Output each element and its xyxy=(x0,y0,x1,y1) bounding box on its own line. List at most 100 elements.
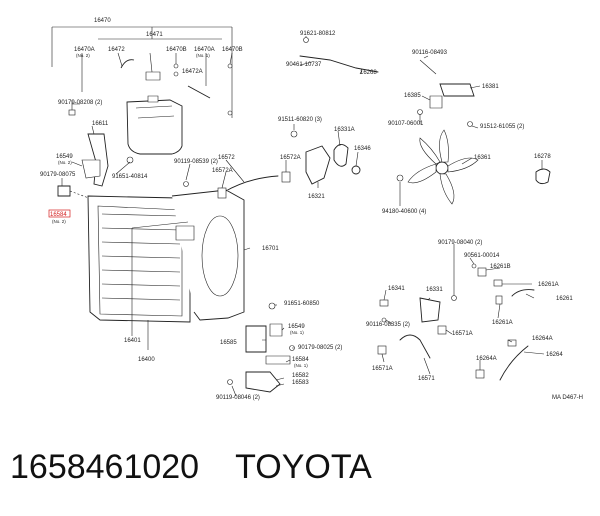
reservoir-tank-group xyxy=(51,26,233,155)
clamp-16264A-b xyxy=(475,369,485,379)
label-16572: 16572 xyxy=(218,155,235,161)
fan-blade-4 xyxy=(407,163,437,184)
leader-16470-sides xyxy=(51,27,233,118)
gasket-16331A xyxy=(333,144,349,167)
bracket-16381 xyxy=(439,83,475,97)
label-16331A: 16331A xyxy=(334,127,355,133)
hose-16472 xyxy=(120,59,135,69)
label-94180-40600: 94180-40600 (4) xyxy=(382,209,426,215)
bracket-16582 xyxy=(245,371,281,393)
label-91651-60850: 91651-60850 xyxy=(284,301,320,307)
label-16472: 16472 xyxy=(108,47,125,53)
label-16571A-b: 16571A xyxy=(372,366,393,372)
label-16470A-no1: 16470A xyxy=(194,47,215,53)
bolt-16341 xyxy=(379,299,389,307)
highlight-box-16584 xyxy=(48,209,71,218)
label-16584-no1: 16584 xyxy=(292,357,309,363)
leader-16401-line xyxy=(131,221,189,229)
label-90179-08040: 90179-08040 (2) xyxy=(438,240,482,246)
bolt-91511-60820 xyxy=(290,130,298,138)
label-16572A-a: 16572A xyxy=(280,155,301,161)
label-90116-08493: 90116-08493 xyxy=(412,50,448,56)
label-16264A-a: 16264A xyxy=(532,336,553,342)
label-16470A-no2-sub: (No. 2) xyxy=(76,53,90,58)
label-16470B-1: 16470B xyxy=(166,47,187,53)
label-16381: 16381 xyxy=(482,84,499,90)
bolt-91651-40814 xyxy=(126,156,134,164)
label-91651-40814: 91651-40814 xyxy=(112,174,148,180)
label-16261B: 16261B xyxy=(490,264,511,270)
reservoir-tank xyxy=(126,99,183,155)
nut-90107-06001 xyxy=(417,109,423,115)
radiator-core-inner xyxy=(97,205,183,317)
label-16584-highlight: 16584 xyxy=(50,212,67,218)
label-16572A-b: 16572A xyxy=(212,168,233,174)
label-16571A-a: 16571A xyxy=(452,331,473,337)
part-labels: 16470 16471 16470A (No. 2) 16472 16470B … xyxy=(40,18,583,401)
clamp-16264A-a xyxy=(507,339,517,347)
fan-hub xyxy=(435,161,449,175)
clamp-16572A-b xyxy=(217,187,227,199)
label-16470A-no1-sub: (No. 1) xyxy=(196,53,210,58)
clamp-16572A-a xyxy=(281,171,291,183)
bracket-16549-no2 xyxy=(81,159,101,179)
label-16549-no1-sub: (No. 1) xyxy=(290,330,304,335)
label-16361: 16361 xyxy=(474,155,491,161)
label-90116-08335: 90116-08335 (2) xyxy=(366,322,410,328)
label-90179-08075: 90179-08075 xyxy=(40,172,76,178)
label-16470: 16470 xyxy=(94,18,111,24)
label-16341: 16341 xyxy=(388,286,405,292)
fan-blade-1 xyxy=(439,129,449,163)
label-16261A-a: 16261A xyxy=(538,282,559,288)
fan-shroud-opening xyxy=(201,215,239,297)
diagram-reference-code: MA D467-H xyxy=(552,395,583,401)
clamp-16261A-a xyxy=(493,279,503,287)
label-16549-no1: 16549 xyxy=(288,324,305,330)
water-pipe-group xyxy=(299,37,475,127)
clamp-16261B xyxy=(477,267,487,277)
lower-bracket-group xyxy=(227,302,295,393)
label-16346: 16346 xyxy=(354,146,371,152)
brand-name: TOYOTA xyxy=(235,448,372,486)
bracket-16385 xyxy=(429,95,443,109)
bolt-91621-80812 xyxy=(303,37,309,43)
thermostat-16346 xyxy=(351,165,361,175)
lower-hose-group xyxy=(377,297,447,359)
bolt-94180-40600 xyxy=(396,174,404,182)
clip-16470B-2b xyxy=(227,110,233,116)
radiator-fins xyxy=(101,213,181,301)
fan-16361 xyxy=(396,129,479,205)
clip-16470B-1 xyxy=(173,63,179,69)
cushion-16584-no1 xyxy=(265,355,291,365)
bolt-91651-60850 xyxy=(268,302,276,310)
label-16331: 16331 xyxy=(426,287,443,293)
label-16400: 16400 xyxy=(138,357,155,363)
label-16549-no2: 16549 xyxy=(56,154,73,160)
washer-90561-00014 xyxy=(471,263,477,269)
label-16278: 16278 xyxy=(534,154,551,160)
hose-16571 xyxy=(399,334,431,359)
bolt-90179-08040 xyxy=(451,295,457,301)
label-91512-61055: 91512-61055 (2) xyxy=(480,124,524,130)
label-90461-10737: 90461-10737 xyxy=(286,62,322,68)
left-bracket-group xyxy=(57,133,134,201)
clamp-16571A-b xyxy=(437,325,447,335)
label-16401: 16401 xyxy=(124,338,141,344)
label-91621-80812: 91621-80812 xyxy=(300,31,336,37)
label-90119-08046: 90119-08046 (2) xyxy=(216,395,260,401)
right-small-parts xyxy=(451,168,551,381)
label-90119-08539: 90119-08539 (2) xyxy=(174,159,218,165)
label-16549-no2-sub: (No. 2) xyxy=(58,160,72,165)
hose-16264 xyxy=(499,345,529,381)
label-91511-60820: 91511-60820 (3) xyxy=(278,117,322,123)
fan-blade-3 xyxy=(439,173,455,205)
label-16470B-2: 16470B xyxy=(222,47,243,53)
label-16385: 16385 xyxy=(404,93,421,99)
upper-hose-group xyxy=(183,130,361,199)
label-16583: 16583 xyxy=(292,380,309,386)
parts-diagram: 16470 16471 16470A (No. 2) 16472 16470B … xyxy=(40,18,583,401)
label-16611: 16611 xyxy=(92,121,109,127)
fan-blade-5 xyxy=(419,137,441,165)
plug-90179-08075 xyxy=(57,185,71,197)
